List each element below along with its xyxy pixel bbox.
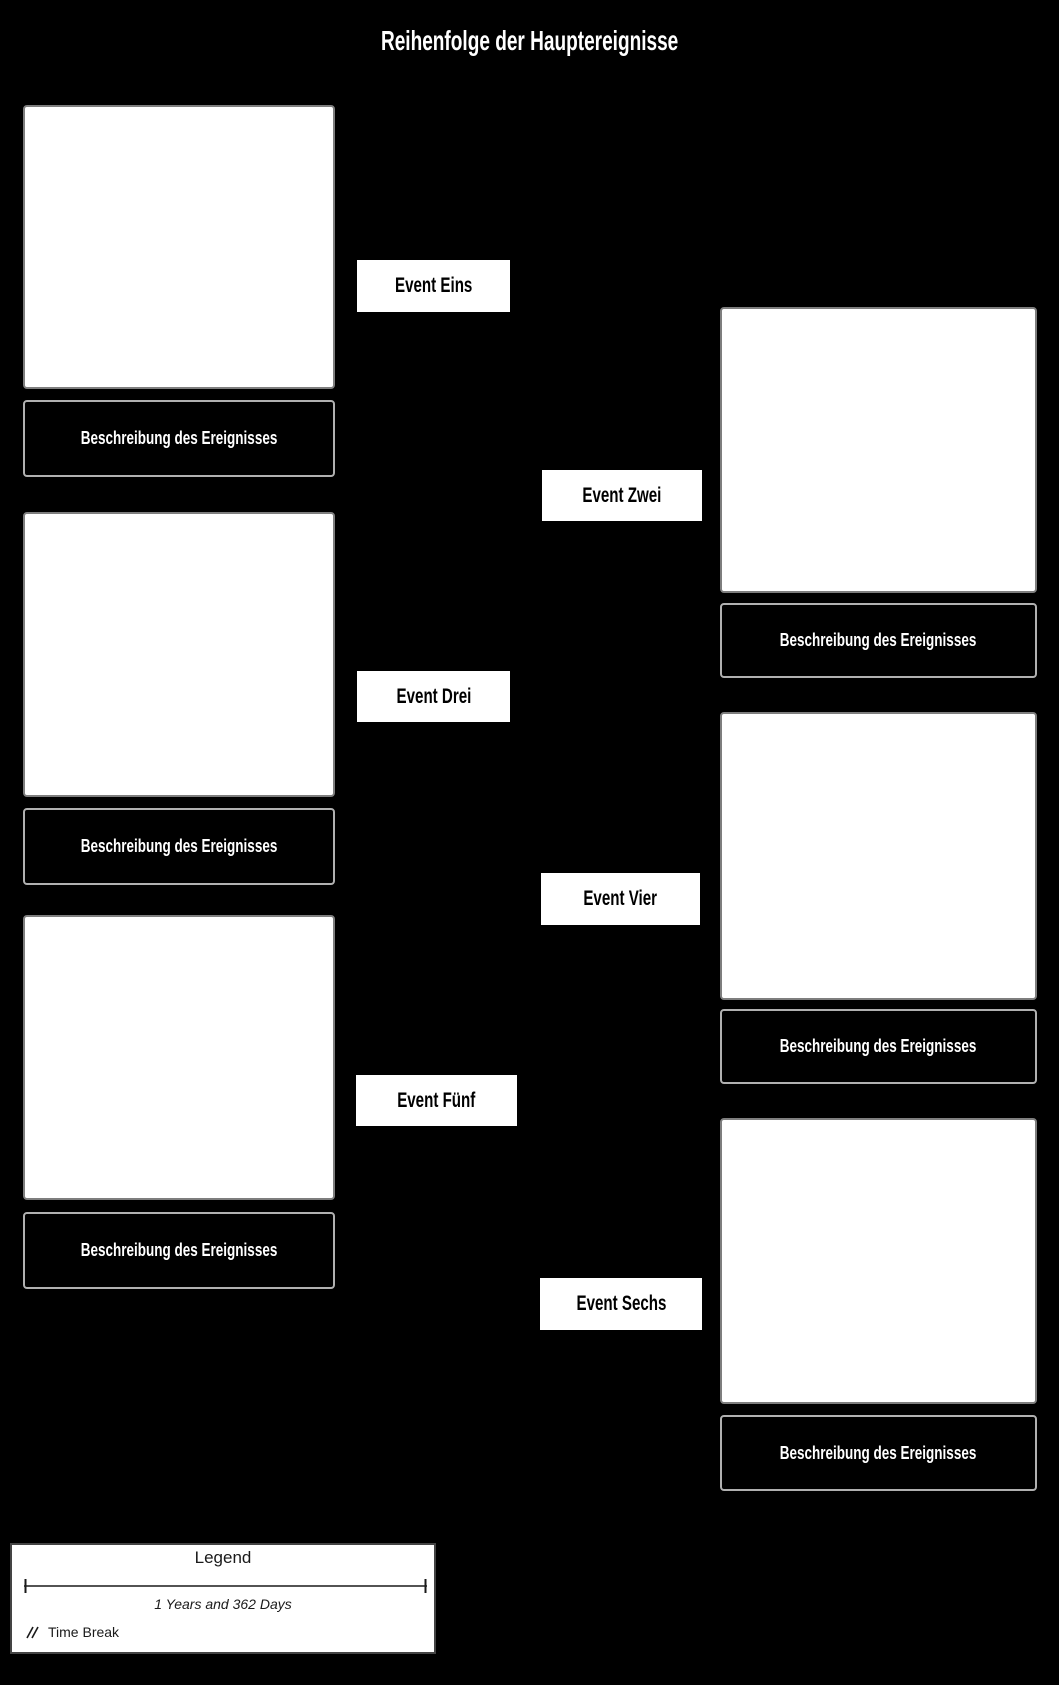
event-3-image-placeholder[interactable]: [23, 512, 335, 797]
page-title: Reihenfolge der Hauptereignisse: [0, 24, 1059, 58]
event-4-image-placeholder[interactable]: [720, 712, 1037, 1000]
time-break-icon: [26, 1626, 39, 1638]
time-scale-icon: [24, 1579, 427, 1593]
event-1-image-placeholder[interactable]: [23, 105, 335, 389]
event-6-caption-box[interactable]: Beschreibung des Ereignisses: [720, 1415, 1037, 1491]
time-scale-line: [24, 1578, 427, 1594]
event-3-caption-box[interactable]: Beschreibung des Ereignisses: [23, 808, 335, 885]
event-1-caption-label: Beschreibung des Ereignisses: [80, 428, 278, 448]
event-5-title-label: Event Fünf: [397, 1088, 476, 1112]
event-2-title-label: Event Zwei: [582, 483, 662, 507]
event-2-caption-label: Beschreibung des Ereignisses: [780, 630, 977, 650]
event-4-caption-label: Beschreibung des Ereignisses: [780, 1036, 977, 1056]
legend-box: Legend 1 Years and 362 Days Time Break: [10, 1543, 436, 1654]
event-1-title-label: Event Eins: [394, 274, 473, 297]
event-2-caption-box[interactable]: Beschreibung des Ereignisses: [720, 603, 1037, 678]
page-title-text: Reihenfolge der Hauptereignisse: [380, 25, 679, 56]
event-4-title-box[interactable]: Event Vier: [541, 873, 700, 925]
legend-title: Legend: [194, 1548, 252, 1567]
event-3-title-box[interactable]: Event Drei: [357, 671, 510, 722]
event-3-caption-label: Beschreibung des Ereignisses: [80, 836, 278, 856]
event-4-title-label: Event Vier: [583, 887, 658, 910]
event-1-caption-box[interactable]: Beschreibung des Ereignisses: [23, 400, 335, 477]
event-5-caption-box[interactable]: Beschreibung des Ereignisses: [23, 1212, 335, 1289]
event-6-image-placeholder[interactable]: [720, 1118, 1037, 1404]
event-1-title-box[interactable]: Event Eins: [357, 260, 510, 312]
event-6-title-label: Event Sechs: [576, 1292, 666, 1315]
event-2-image-placeholder[interactable]: [720, 307, 1037, 593]
event-5-title-box[interactable]: Event Fünf: [356, 1075, 517, 1126]
event-6-title-box[interactable]: Event Sechs: [540, 1278, 702, 1330]
event-3-title-label: Event Drei: [396, 684, 471, 708]
event-2-title-box[interactable]: Event Zwei: [542, 470, 702, 521]
event-4-caption-box[interactable]: Beschreibung des Ereignisses: [720, 1009, 1037, 1084]
legend-time-break-row: Time Break: [24, 1621, 119, 1643]
legend-duration-label: 1 Years and 362 Days: [154, 1596, 292, 1612]
event-5-image-placeholder[interactable]: [23, 915, 335, 1200]
legend-time-break-label: Time Break: [48, 1624, 120, 1640]
event-6-caption-label: Beschreibung des Ereignisses: [780, 1442, 977, 1463]
event-5-caption-label: Beschreibung des Ereignisses: [80, 1240, 278, 1260]
